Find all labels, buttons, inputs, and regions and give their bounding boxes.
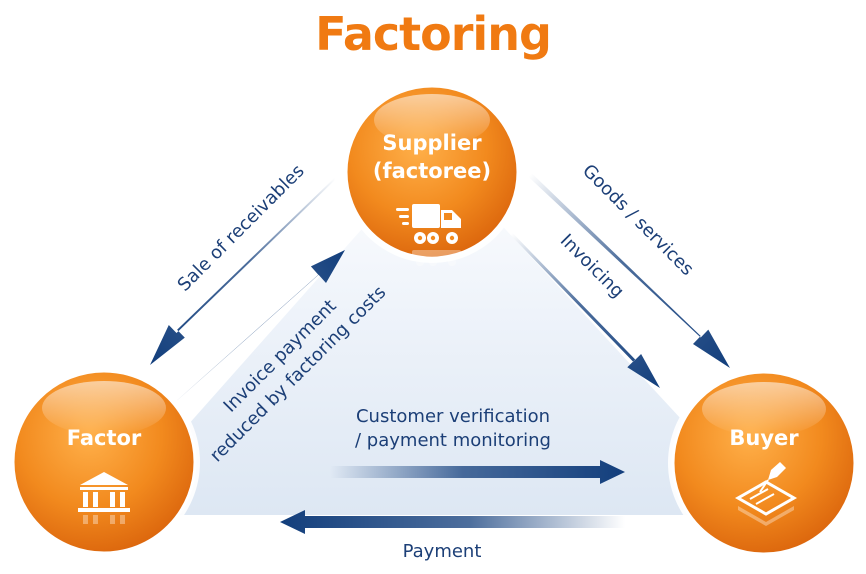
factor-node: Factor	[8, 366, 200, 558]
label-verification-line1: Customer verification	[356, 406, 550, 427]
bank-building-icon	[78, 472, 130, 524]
arrow-payment	[280, 510, 625, 534]
arrow-invoicing	[510, 233, 660, 388]
triangle-background	[108, 150, 770, 515]
factor-label: Factor	[67, 426, 142, 450]
signing-pen-icon	[734, 462, 798, 526]
label-verification-line2: / payment monitoring	[355, 430, 551, 451]
supplier-label-line1: Supplier	[382, 131, 482, 155]
arrow-goods-services	[528, 173, 730, 368]
diagram-title: Factoring	[315, 7, 551, 61]
supplier-node: Supplier (factoree)	[341, 81, 523, 266]
delivery-truck-icon	[396, 204, 461, 266]
arrow-sale-of-receivables	[150, 177, 336, 365]
label-sale-of-receivables: Sale of receivables	[174, 161, 309, 296]
label-payment: Payment	[403, 541, 482, 562]
arrow-invoice-payment	[172, 250, 345, 405]
buyer-label: Buyer	[729, 426, 799, 450]
buyer-node: Buyer	[668, 367, 860, 559]
arrow-verification	[330, 460, 625, 484]
supplier-label-line2: (factoree)	[373, 159, 491, 183]
